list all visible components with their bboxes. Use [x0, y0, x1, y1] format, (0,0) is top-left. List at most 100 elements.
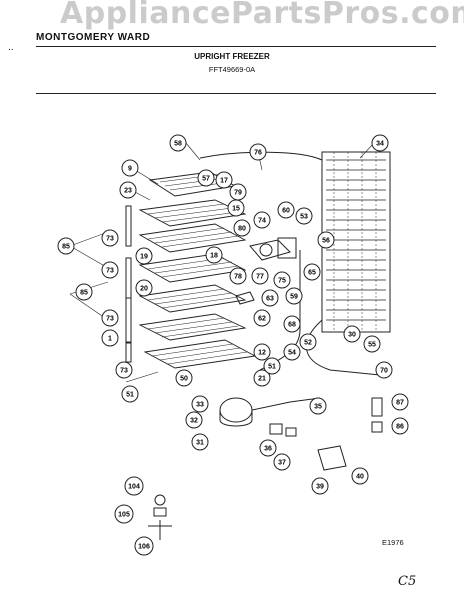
callout-label: 51	[268, 364, 276, 371]
callout-label: 56	[322, 238, 330, 245]
callout-label: 40	[356, 474, 364, 481]
callout-label: 32	[190, 418, 198, 425]
shelves	[138, 199, 257, 369]
callout-label: 68	[288, 322, 296, 329]
callout-51: 51	[263, 357, 281, 375]
callout-label: 57	[202, 176, 210, 183]
callout-label: 20	[140, 286, 148, 293]
callout-label: 9	[128, 166, 132, 173]
callout-label: 39	[316, 484, 324, 491]
callout-group: 58 76 34 9 57 17 23 79 15 60 53 73 80 74 56 85 18 19 77 78 7…	[57, 134, 409, 556]
callout-label: 70	[380, 368, 388, 375]
callout-54: 54	[283, 343, 301, 361]
margin-mark: ..	[8, 42, 14, 53]
callout-74: 74	[253, 211, 271, 229]
callout-label: 34	[376, 141, 384, 148]
callout-76: 76	[249, 143, 267, 161]
callout-18: 18	[205, 246, 223, 264]
callout-label: 12	[258, 350, 266, 357]
callout-label: 60	[282, 208, 290, 215]
callout-62: 62	[253, 309, 271, 327]
callout-label: 73	[106, 316, 114, 323]
callout-label: 105	[118, 512, 130, 519]
callout-55: 55	[363, 335, 381, 353]
callout-label: 50	[180, 376, 188, 383]
callout-75: 75	[273, 271, 291, 289]
callout-label: 19	[140, 254, 148, 261]
callout-19: 19	[135, 247, 153, 265]
callout-label: 58	[174, 141, 182, 148]
callout-73: 73	[101, 309, 119, 327]
callout-65: 65	[303, 263, 321, 281]
callout-53: 53	[295, 207, 313, 225]
callout-label: 85	[62, 244, 70, 251]
callout-87: 87	[391, 393, 409, 411]
handwritten-note: C5	[398, 574, 417, 589]
callout-label: 33	[196, 402, 204, 409]
callout-85: 85	[57, 237, 75, 255]
callout-label: 85	[80, 290, 88, 297]
callout-33: 33	[191, 395, 209, 413]
page-title: UPRIGHT FREEZER	[194, 52, 270, 61]
callout-104: 104	[124, 476, 144, 496]
callout-73: 73	[101, 261, 119, 279]
callout-label: 77	[256, 274, 264, 281]
callout-label: 52	[304, 340, 312, 347]
callout-15: 15	[227, 199, 245, 217]
title-rule	[36, 93, 436, 94]
callout-56: 56	[317, 231, 335, 249]
callout-label: 80	[238, 226, 246, 233]
callout-51: 51	[121, 385, 139, 403]
callout-23: 23	[119, 181, 137, 199]
callout-12: 12	[253, 343, 271, 361]
callout-30: 30	[343, 325, 361, 343]
callout-label: 17	[220, 178, 228, 185]
callout-label: 23	[124, 188, 132, 195]
callout-label: 65	[308, 270, 316, 277]
callout-label: 30	[348, 332, 356, 339]
watermark: AppliancePartsPros.com	[60, 0, 464, 31]
callout-label: 78	[234, 274, 242, 281]
callout-label: 31	[196, 440, 204, 447]
callout-label: 62	[258, 316, 266, 323]
callout-label: 55	[368, 342, 376, 349]
callout-label: 75	[278, 278, 286, 285]
callout-73: 73	[101, 229, 119, 247]
callout-34: 34	[371, 134, 389, 152]
callout-label: 54	[288, 350, 296, 357]
callout-label: 74	[258, 218, 266, 225]
callout-78: 78	[229, 267, 247, 285]
callout-label: 1	[108, 336, 112, 343]
callout-20: 20	[135, 279, 153, 297]
callout-1: 1	[101, 329, 119, 347]
callout-label: 73	[106, 268, 114, 275]
callout-label: 15	[232, 206, 240, 213]
callout-label: 59	[290, 294, 298, 301]
callout-label: 106	[138, 544, 150, 551]
callout-105: 105	[114, 504, 134, 524]
callout-35: 35	[309, 397, 327, 415]
callout-70: 70	[375, 361, 393, 379]
drawing-code: E1976	[382, 538, 404, 547]
callout-37: 37	[273, 453, 291, 471]
callout-79: 79	[229, 183, 247, 201]
callout-label: 36	[264, 446, 272, 453]
callout-label: 86	[396, 424, 404, 431]
callout-50: 50	[175, 369, 193, 387]
callout-86: 86	[391, 417, 409, 435]
callout-label: 51	[126, 392, 134, 399]
callout-85: 85	[75, 283, 93, 301]
callout-39: 39	[311, 477, 329, 495]
callout-label: 18	[210, 253, 218, 260]
callout-label: 35	[314, 404, 322, 411]
model-number: FFT49669-0A	[208, 65, 256, 74]
callout-57: 57	[197, 169, 215, 187]
brand-label: MONTGOMERY WARD	[36, 32, 151, 43]
header-rule	[36, 46, 436, 47]
callout-80: 80	[233, 219, 251, 237]
callout-label: 76	[254, 150, 262, 157]
callout-label: 63	[266, 296, 274, 303]
callout-59: 59	[285, 287, 303, 305]
callout-label: 21	[258, 376, 266, 383]
